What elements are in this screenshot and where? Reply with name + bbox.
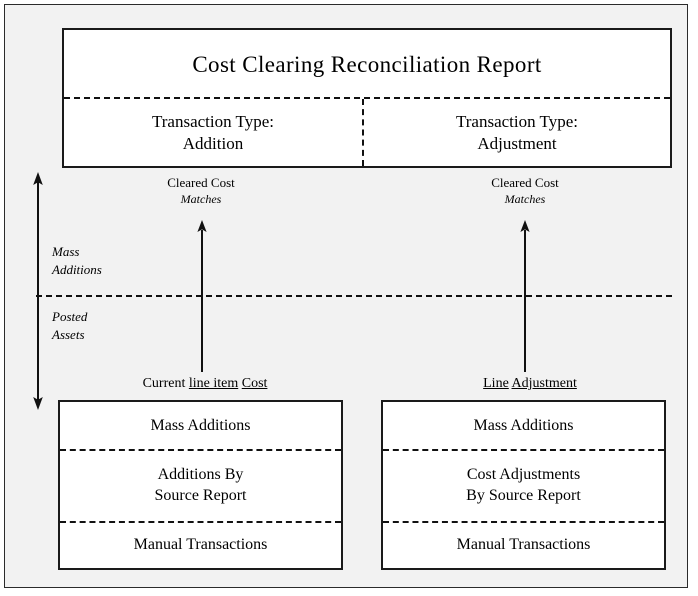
addition-box-dashed-divider-2 <box>60 521 341 523</box>
caption-left-underline-2: Cost <box>241 376 268 391</box>
adjustment-source-2-line1: Cost Adjustments <box>466 466 581 484</box>
adjustment-source-2-line2: By Source Report <box>466 487 581 504</box>
addition-source-1-line1: Mass Additions <box>150 416 251 434</box>
adjustment-source-3-line1: Manual Transactions <box>456 535 591 553</box>
addition-source-2-line1: Additions By <box>157 466 244 484</box>
phase-label-mass-line1: Mass <box>52 244 80 259</box>
matches-label-right: Matches <box>504 191 546 206</box>
phase-span-double-arrow-icon <box>29 172 47 410</box>
transaction-type-addition-line1: Transaction Type: <box>151 111 275 131</box>
cleared-cost-matches-left: Cleared Cost Matches <box>131 175 271 207</box>
report-title: Cost Clearing Reconciliation Report <box>192 51 542 77</box>
adjustment-source-segment-3: Manual Transactions <box>383 522 664 568</box>
phase-label-posted-line2: Assets <box>52 326 85 342</box>
cleared-cost-label-left: Cleared Cost <box>167 175 235 190</box>
cost-clearing-report-box: Cost Clearing Reconciliation Report Tran… <box>62 28 672 168</box>
transaction-type-addition-line2: Addition <box>182 133 244 153</box>
adjustment-source-segment-2: Cost Adjustments By Source Report <box>383 450 664 522</box>
cleared-cost-label-right: Cleared Cost <box>491 175 559 190</box>
addition-sources-box: Mass Additions Additions By Source Repor… <box>58 400 343 570</box>
addition-source-segment-2: Additions By Source Report <box>60 450 341 522</box>
caption-right-underline-1: Line <box>483 376 509 391</box>
addition-source-segment-1: Mass Additions <box>60 402 341 450</box>
current-line-item-cost-caption: Current line item Cost <box>80 376 330 392</box>
addition-source-segment-3: Manual Transactions <box>60 522 341 568</box>
matches-label-left: Matches <box>180 191 222 206</box>
adjustment-box-dashed-divider-2 <box>383 521 664 523</box>
transaction-type-adjustment-line1: Transaction Type: <box>455 111 579 131</box>
adjustment-sources-box: Mass Additions Cost Adjustments By Sourc… <box>381 400 666 570</box>
header-horizontal-dashed-divider <box>64 97 670 99</box>
adjustment-source-segment-1: Mass Additions <box>383 402 664 450</box>
addition-box-dashed-divider-1 <box>60 449 341 451</box>
flow-arrow-cost-up-icon <box>194 220 210 372</box>
addition-source-3-line1: Manual Transactions <box>133 535 268 553</box>
phase-label-mass-line2: Additions <box>52 261 102 277</box>
caption-left-underline-1: line item <box>188 376 239 391</box>
adjustment-box-dashed-divider-1 <box>383 449 664 451</box>
header-vertical-dashed-divider <box>362 99 364 166</box>
transaction-type-adjustment-line2: Adjustment <box>477 133 557 153</box>
mass-additions-posted-assets-divider <box>36 295 672 297</box>
addition-source-2-line2: Source Report <box>154 487 247 504</box>
phase-label-posted-line1: Posted <box>52 309 88 324</box>
caption-right-underline-2: Adjustment <box>511 376 577 391</box>
phase-label-mass-additions: Mass Additions <box>52 243 102 278</box>
line-adjustment-caption: Line Adjustment <box>405 376 655 392</box>
cleared-cost-matches-right: Cleared Cost Matches <box>455 175 595 207</box>
caption-left-prefix: Current <box>142 376 189 391</box>
phase-label-posted-assets: Posted Assets <box>52 308 87 343</box>
adjustment-source-1-line1: Mass Additions <box>473 416 574 434</box>
flow-arrow-adjustment-up-icon <box>517 220 533 372</box>
transaction-type-adjustment-cell: Transaction Type: Adjustment <box>364 99 670 166</box>
transaction-type-addition-cell: Transaction Type: Addition <box>64 99 362 166</box>
